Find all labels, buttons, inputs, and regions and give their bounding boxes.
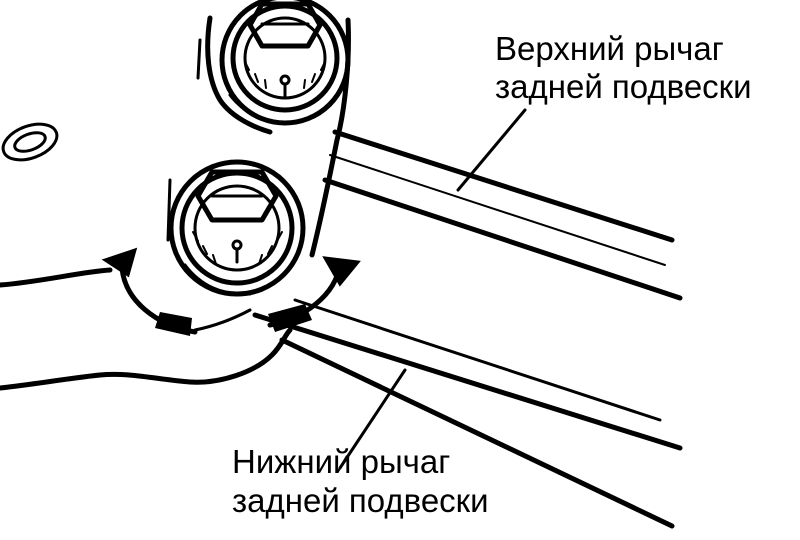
upper-arm-bars <box>322 129 683 301</box>
lower-arm-leader-line <box>338 368 407 470</box>
lower-arm-label-line1: Нижний рычаг <box>232 443 450 480</box>
lower-arm-body <box>0 267 293 391</box>
upper-arm-label-line1: Верхний рычаг <box>495 30 724 67</box>
upper-arm-label-line2: задней подвески <box>495 68 752 105</box>
lower-arm-bars <box>252 298 683 529</box>
lower-eccentric-bolt <box>168 159 306 297</box>
rotation-arrow-right <box>267 256 361 332</box>
ring-mark-icon <box>1 122 59 162</box>
lower-arm-label-line2: задней подвески <box>232 482 489 519</box>
rotation-arrow-left <box>101 247 198 336</box>
upper-arm-leader-line <box>456 108 527 192</box>
upper-eccentric-bolt <box>219 0 351 126</box>
